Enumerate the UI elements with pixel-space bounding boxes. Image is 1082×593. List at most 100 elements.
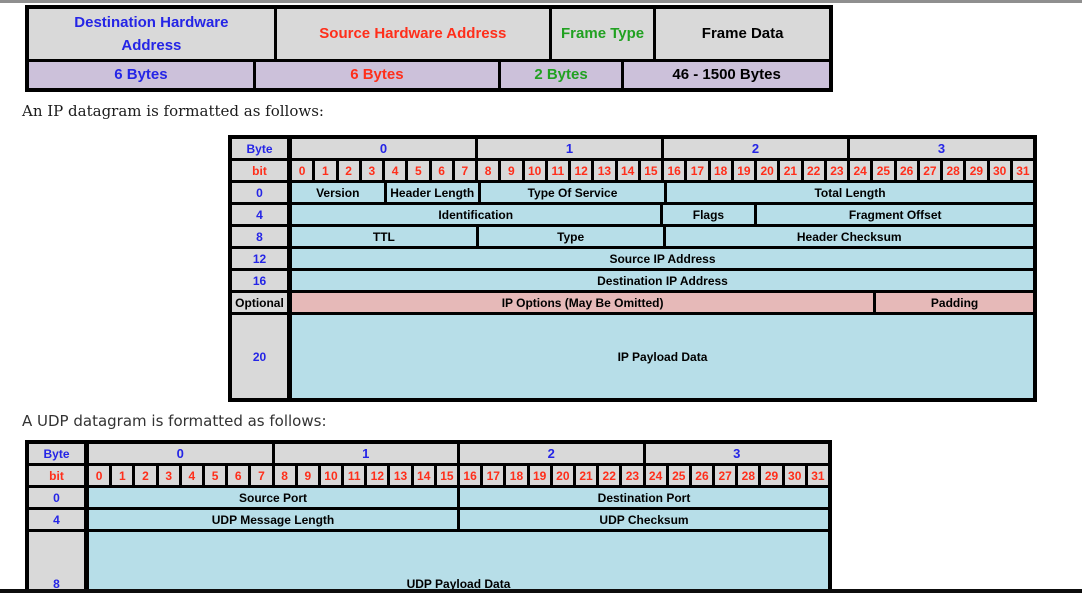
ethernet-header-cell: Destination Hardware Address (29, 9, 274, 59)
bit-number-cell: 25 (668, 466, 689, 485)
row-byte-label: 20 (232, 315, 287, 398)
byte-header-cell: 3 (850, 139, 1033, 158)
bit-number-cell: 15 (640, 161, 661, 180)
bit-number-cell: 27 (715, 466, 736, 485)
bit-number-cell: 5 (408, 161, 429, 180)
bit-number-cell: 2 (338, 161, 359, 180)
row-byte-label: 4 (232, 205, 287, 224)
bottom-border-line (0, 589, 1082, 593)
row-byte-label: 0 (29, 488, 84, 507)
bit-number-cell: 24 (645, 466, 666, 485)
bit-number-cell: 11 (547, 161, 568, 180)
field-row: 16 Destination IP Address (232, 271, 1033, 290)
bit-number-cell: 6 (431, 161, 452, 180)
bit-number-cell: 13 (390, 466, 411, 485)
bit-number-cell: 31 (1012, 161, 1033, 180)
bit-number-cell: 0 (89, 466, 110, 485)
ethernet-size-cell: 46 - 1500 Bytes (624, 62, 830, 88)
row-byte-label: 16 (232, 271, 287, 290)
bit-number-cell: 3 (158, 466, 179, 485)
field-ttl: TTL (292, 227, 476, 246)
row-byte-label: Optional (232, 293, 287, 312)
bit-number-cell: 23 (826, 161, 847, 180)
field-source-ip-address: Source IP Address (292, 249, 1033, 268)
ethernet-header-cell: Frame Type (551, 9, 654, 59)
bit-number-cell: 2 (135, 466, 156, 485)
field-type-of-service: Type Of Service (481, 183, 664, 202)
bit-column-label: bit (29, 466, 84, 485)
row-byte-label: 12 (232, 249, 287, 268)
bit-number-cell: 16 (460, 466, 481, 485)
byte-column-label: Byte (29, 444, 84, 463)
bit-number-cell: 17 (483, 466, 504, 485)
byte-header-cell: 0 (89, 444, 272, 463)
bit-number-cell: 7 (251, 466, 272, 485)
bit-number-cell: 4 (181, 466, 202, 485)
bit-number-cell: 1 (112, 466, 133, 485)
byte-column-label: Byte (232, 139, 287, 158)
byte-header-cell: 2 (664, 139, 847, 158)
bit-number-cell: 0 (292, 161, 313, 180)
field-header-checksum: Header Checksum (665, 227, 1033, 246)
byte-header-cell: 3 (645, 444, 828, 463)
field-version: Version (292, 183, 384, 202)
field-ip-payload-data: IP Payload Data (292, 315, 1033, 398)
udp-intro-text: A UDP datagram is formatted as follows: (22, 412, 327, 430)
bit-number-cell: 9 (297, 466, 318, 485)
bit-number-cell: 17 (687, 161, 708, 180)
row-byte-label: 8 (232, 227, 287, 246)
bit-number-cell: 30 (784, 466, 805, 485)
ip-intro-text: An IP datagram is formatted as follows: (22, 102, 324, 120)
row-byte-label: 8 (29, 532, 84, 593)
bit-number-cell: 1 (315, 161, 336, 180)
bit-number-cell: 7 (454, 161, 475, 180)
bit-number-cell: 10 (524, 161, 545, 180)
fields-area: Destination IP Address (292, 271, 1033, 290)
row-byte-label: 4 (29, 510, 84, 529)
bit-number-cell: 26 (896, 161, 917, 180)
bit-number-cell: 13 (594, 161, 615, 180)
ethernet-size-cell: 2 Bytes (500, 62, 622, 88)
byte-header-cell: 2 (460, 444, 643, 463)
bit-number-cell: 14 (617, 161, 638, 180)
bit-number-cell: 16 (664, 161, 685, 180)
field-row: 12 Source IP Address (232, 249, 1033, 268)
bit-number-cell: 27 (919, 161, 940, 180)
bit-number-cell: 28 (943, 161, 964, 180)
bit-number-cell: 18 (506, 466, 527, 485)
bit-number-cell: 8 (478, 161, 499, 180)
fields-area: UDP Payload Data (89, 532, 828, 593)
bit-number-cell: 6 (228, 466, 249, 485)
bit-number-cell: 21 (780, 161, 801, 180)
fields-area: Source IP Address (292, 249, 1033, 268)
field-udp-payload-data: UDP Payload Data (89, 532, 828, 593)
bit-number-cell: 22 (599, 466, 620, 485)
bit-number-cell: 14 (413, 466, 434, 485)
field-udp-message-length: UDP Message Length (89, 510, 457, 529)
bit-number-cell: 11 (344, 466, 365, 485)
bit-number-cell: 21 (575, 466, 597, 485)
bit-number-cell: 19 (733, 161, 754, 180)
field-type: Type (478, 227, 663, 246)
ethernet-size-cell: 6 Bytes (255, 62, 498, 88)
fields-area: IP Payload Data (292, 315, 1033, 398)
field-destination-ip-address: Destination IP Address (292, 271, 1033, 290)
row-byte-label: 0 (232, 183, 287, 202)
ethernet-header-cell: Frame Data (656, 9, 830, 59)
